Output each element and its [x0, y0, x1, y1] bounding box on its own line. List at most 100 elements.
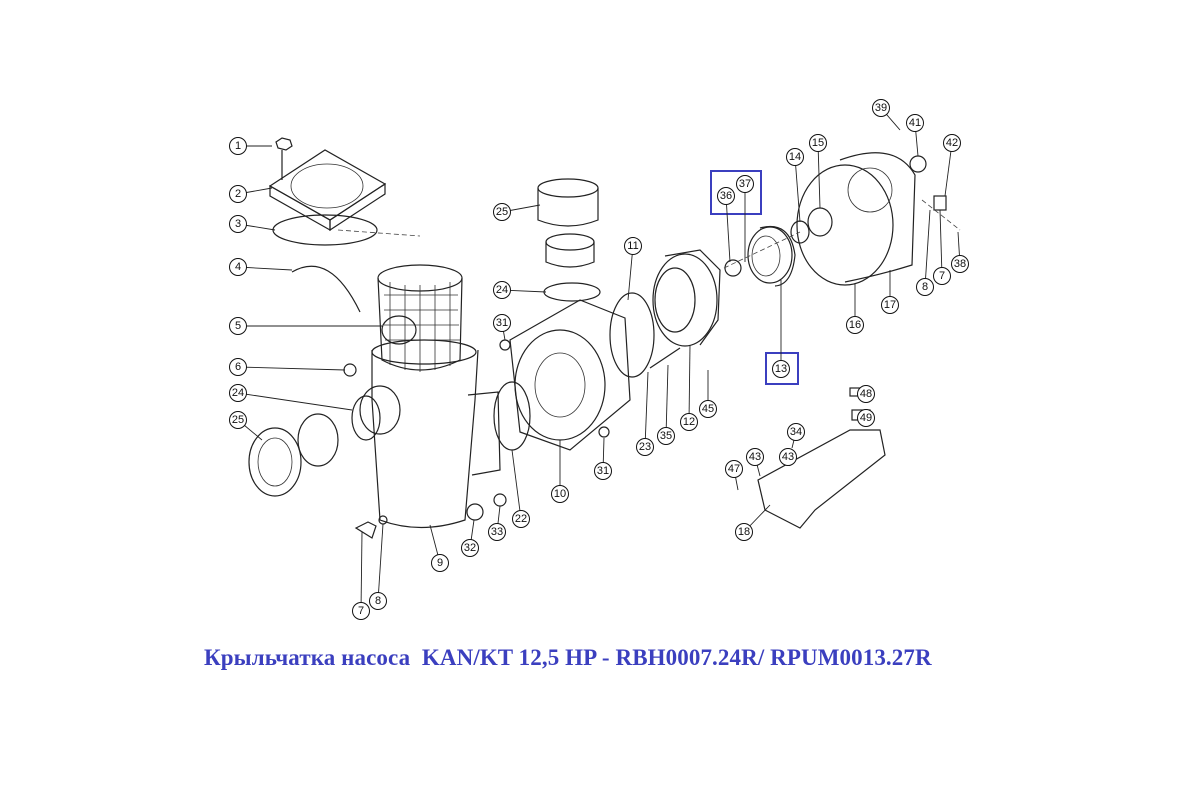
part-number: 47 — [728, 463, 740, 475]
part-label-10: 10 — [551, 485, 569, 503]
part-number: 24 — [232, 387, 244, 399]
leader-line — [665, 364, 669, 437]
leader-line — [237, 266, 293, 271]
label-circle — [229, 185, 247, 203]
label-circle — [881, 296, 899, 314]
part-number: 36 — [720, 190, 732, 202]
part-number: 37 — [739, 178, 751, 190]
part-number: 11 — [627, 240, 638, 252]
part-label-25: 25 — [493, 203, 511, 221]
part-number: 8 — [375, 595, 381, 607]
label-circle — [229, 384, 247, 402]
label-circle — [943, 134, 961, 152]
part-number: 31 — [496, 317, 508, 329]
part-number: 5 — [235, 320, 241, 332]
leader-line — [817, 142, 821, 209]
label-circle — [857, 409, 875, 427]
label-circle — [906, 114, 924, 132]
part-number: 25 — [232, 414, 244, 426]
label-circle — [229, 411, 247, 429]
part-number: 6 — [235, 361, 241, 373]
label-circle — [493, 281, 511, 299]
part-label-47: 47 — [725, 460, 743, 478]
part-label-17: 17 — [881, 296, 899, 314]
part-label-6: 6 — [229, 358, 247, 376]
label-circle — [493, 314, 511, 332]
label-circle — [725, 460, 743, 478]
part-label-13: 13 — [772, 360, 790, 378]
lid-o-ring — [272, 214, 378, 246]
label-circle — [229, 258, 247, 276]
part-label-8: 8 — [916, 278, 934, 296]
leader-line — [924, 209, 931, 288]
label-circle — [872, 99, 890, 117]
label-circle — [717, 187, 735, 205]
label-circle — [636, 438, 654, 456]
label-circle — [809, 134, 827, 152]
label-circle — [657, 427, 675, 445]
part-label-49: 49 — [857, 409, 875, 427]
part-label-11: 11 — [624, 237, 642, 255]
motor-flange — [790, 152, 947, 286]
leader-line — [939, 209, 943, 277]
part-number: 31 — [597, 465, 609, 477]
part-number: 49 — [860, 412, 872, 424]
part-number: 9 — [437, 557, 443, 569]
label-circle — [512, 510, 530, 528]
part-number: 16 — [849, 319, 861, 331]
small-fittings — [343, 339, 681, 539]
part-label-37: 37 — [736, 175, 754, 193]
part-number: 23 — [639, 441, 651, 453]
part-number: 43 — [749, 451, 761, 463]
label-circle — [431, 554, 449, 572]
part-number: 14 — [789, 151, 801, 163]
part-number: 4 — [235, 261, 241, 273]
part-label-12: 12 — [680, 413, 698, 431]
part-label-41: 41 — [906, 114, 924, 132]
part-number: 34 — [790, 426, 802, 438]
part-number: 3 — [235, 218, 241, 230]
clamp-ring — [291, 265, 361, 313]
part-label-39: 39 — [872, 99, 890, 117]
part-label-32: 32 — [461, 539, 479, 557]
part-number: 1 — [235, 140, 241, 152]
strainer-lid — [268, 137, 387, 232]
part-label-24: 24 — [229, 384, 247, 402]
part-label-7: 7 — [352, 602, 370, 620]
motor-base — [757, 387, 886, 529]
label-circle — [229, 358, 247, 376]
part-label-48: 48 — [857, 385, 875, 403]
label-circle — [857, 385, 875, 403]
leader-line — [237, 392, 353, 411]
label-circle — [846, 316, 864, 334]
label-circle — [493, 203, 511, 221]
leader-line — [627, 245, 634, 301]
part-number: 45 — [702, 403, 714, 415]
part-label-14: 14 — [786, 148, 804, 166]
part-number: 35 — [660, 430, 672, 442]
leader-line — [644, 371, 649, 448]
part-label-31: 31 — [594, 462, 612, 480]
label-circle — [680, 413, 698, 431]
label-circle — [772, 360, 790, 378]
label-circle — [624, 237, 642, 255]
part-label-36: 36 — [717, 187, 735, 205]
label-circle — [779, 448, 797, 466]
part-number: 24 — [496, 284, 508, 296]
label-circle — [369, 592, 387, 610]
label-circle — [916, 278, 934, 296]
part-label-15: 15 — [809, 134, 827, 152]
part-number: 33 — [491, 526, 503, 538]
impeller — [724, 226, 796, 287]
part-number: 22 — [515, 513, 527, 525]
leader-line — [688, 344, 691, 423]
label-circle — [229, 317, 247, 335]
part-number: 42 — [946, 137, 958, 149]
part-number: 17 — [884, 299, 896, 311]
part-label-25: 25 — [229, 411, 247, 429]
strainer-basket — [377, 264, 463, 372]
part-number: 15 — [812, 137, 824, 149]
part-number: 12 — [683, 416, 695, 428]
part-number: 38 — [954, 258, 966, 270]
